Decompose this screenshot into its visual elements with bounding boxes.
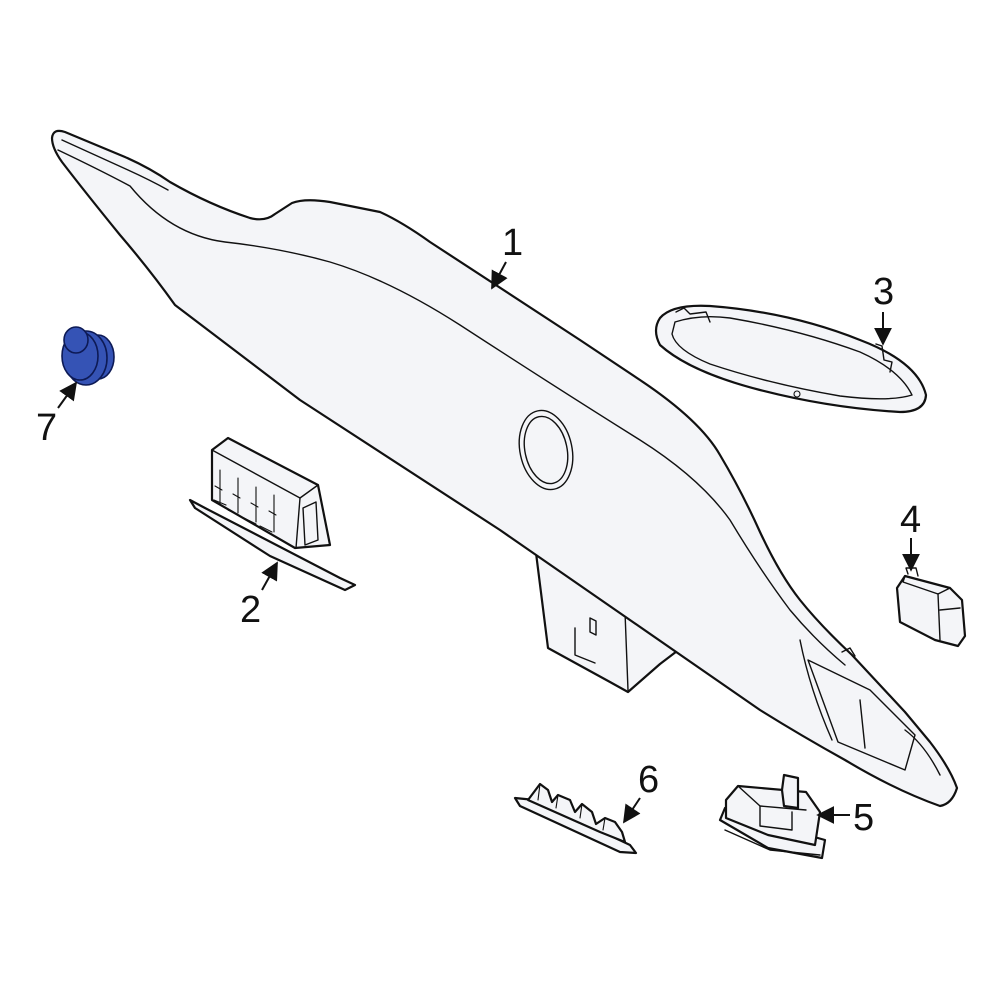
plug-cap: [63, 326, 89, 354]
recess-clip-left: [675, 307, 711, 323]
lamp-post: [780, 773, 800, 810]
leader-6: [623, 797, 641, 824]
panel-inner-contour: [57, 149, 846, 666]
panel-bracket-tab: [589, 617, 597, 636]
panel-emblem-outer: [518, 409, 574, 491]
panel-lower-bracket: [533, 543, 687, 694]
callout-1: 1: [502, 222, 523, 264]
strip-teeth: [526, 782, 627, 844]
panel-body: [50, 129, 959, 808]
connector-body: [895, 574, 967, 648]
callout-5: 5: [853, 797, 874, 839]
callout-7: 7: [36, 407, 57, 449]
bracket-front-edge: [295, 497, 301, 549]
panel-right-clip: [841, 647, 856, 657]
panel-right-fold: [799, 639, 833, 741]
strip-tooth-lines: [537, 783, 606, 831]
panel-top-rim: [61, 139, 169, 191]
leader-7: [57, 381, 78, 409]
connector-front: [937, 593, 961, 641]
part-1-trim-panel[interactable]: [50, 129, 959, 808]
recess-inner: [671, 315, 913, 400]
connector-top: [902, 575, 951, 595]
callout-3: 3: [873, 271, 894, 313]
bracket-fins: [214, 485, 277, 516]
panel-right-recess-edge: [859, 699, 941, 776]
part-2-bracket[interactable]: [188, 436, 357, 592]
panel-emblem-inner: [523, 415, 569, 485]
recess-outer: [654, 304, 928, 414]
bracket-window: [302, 501, 319, 546]
lamp-lens-line: [724, 829, 821, 856]
part-4-connector[interactable]: [895, 567, 967, 648]
recess-hole: [793, 390, 801, 398]
panel-bracket-edge: [624, 611, 629, 691]
bracket-base: [188, 498, 357, 592]
part-5-lamp[interactable]: [718, 773, 827, 860]
callout-6: 6: [638, 759, 659, 801]
part-6-strip[interactable]: [513, 782, 638, 855]
leader-2: [261, 561, 278, 591]
panel-right-recess: [807, 659, 916, 771]
panel-bracket-slot: [574, 627, 596, 664]
part-7-plug[interactable]: [61, 326, 115, 386]
callout-4: 4: [900, 499, 921, 541]
part-3-plate-recess[interactable]: [654, 304, 928, 414]
lamp-socket: [759, 805, 793, 831]
leader-1: [491, 261, 508, 290]
callout-2: 2: [240, 589, 261, 631]
